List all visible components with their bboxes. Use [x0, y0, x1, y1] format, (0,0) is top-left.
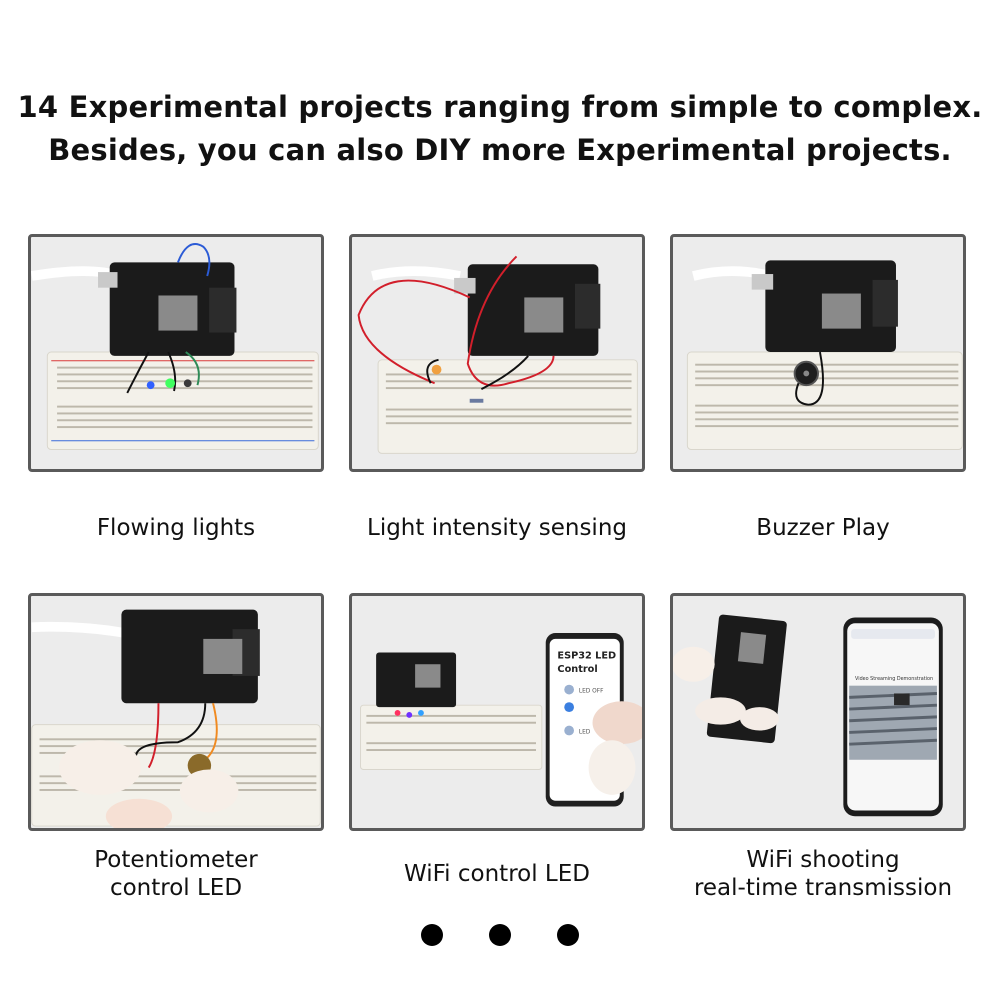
- pagination-dot-2[interactable]: [489, 924, 511, 946]
- light-intensity-photo: [352, 237, 642, 469]
- phone-led-label: LED: [579, 729, 591, 735]
- caption-potentiometer: Potentiometer control LED: [16, 846, 336, 902]
- phone-led-title-1: ESP32 LED: [557, 650, 616, 661]
- caption-wifi-led: WiFi control LED: [337, 860, 657, 888]
- bulb-icon[interactable]: [564, 684, 575, 695]
- potentiometer-photo: [31, 596, 321, 828]
- project-card-flowing-lights[interactable]: [28, 234, 324, 472]
- project-card-wifi-led[interactable]: ESP32 LED Control LED OFF LED: [349, 593, 645, 831]
- headline: 14 Experimental projects ranging from si…: [0, 86, 1000, 172]
- buzzer-play-photo: [673, 237, 963, 469]
- wifi-led-photo: ESP32 LED Control LED OFF LED: [352, 596, 642, 828]
- caption-line: control LED: [109, 875, 243, 901]
- caption-line: WiFi control LED: [404, 861, 590, 887]
- caption-line: real-time transmission: [693, 875, 953, 901]
- caption-buzzer-play: Buzzer Play: [663, 514, 983, 542]
- caption-line: Light intensity sensing: [367, 515, 627, 541]
- phone-led-off-label: LED OFF: [579, 689, 604, 695]
- bulb-icon[interactable]: [564, 725, 575, 736]
- caption-wifi-shooting: WiFi shooting real-time transmission: [663, 846, 983, 902]
- caption-line: WiFi shooting: [746, 847, 900, 873]
- bulb-icon[interactable]: [564, 702, 575, 712]
- project-card-potentiometer[interactable]: [28, 593, 324, 831]
- headline-line-2: Besides, you can also DIY more Experimen…: [48, 133, 952, 167]
- caption-line: Potentiometer: [94, 847, 258, 873]
- wifi-shooting-photo: Video Streaming Demonstration: [673, 596, 963, 828]
- caption-light-intensity: Light intensity sensing: [337, 514, 657, 542]
- caption-flowing-lights: Flowing lights: [16, 514, 336, 542]
- caption-line: Buzzer Play: [756, 515, 890, 541]
- flowing-lights-photo: [31, 237, 321, 469]
- project-card-light-intensity[interactable]: [349, 234, 645, 472]
- caption-line: Flowing lights: [96, 515, 256, 541]
- pagination-dot-3[interactable]: [557, 924, 579, 946]
- headline-line-1: 14 Experimental projects ranging from si…: [17, 90, 983, 124]
- phone-led-title-2: Control: [557, 664, 597, 675]
- phone-stream-title: Video Streaming Demonstration: [855, 676, 933, 682]
- project-card-wifi-shooting[interactable]: Video Streaming Demonstration: [670, 593, 966, 831]
- project-card-buzzer-play[interactable]: [670, 234, 966, 472]
- pagination-dot-1[interactable]: [421, 924, 443, 946]
